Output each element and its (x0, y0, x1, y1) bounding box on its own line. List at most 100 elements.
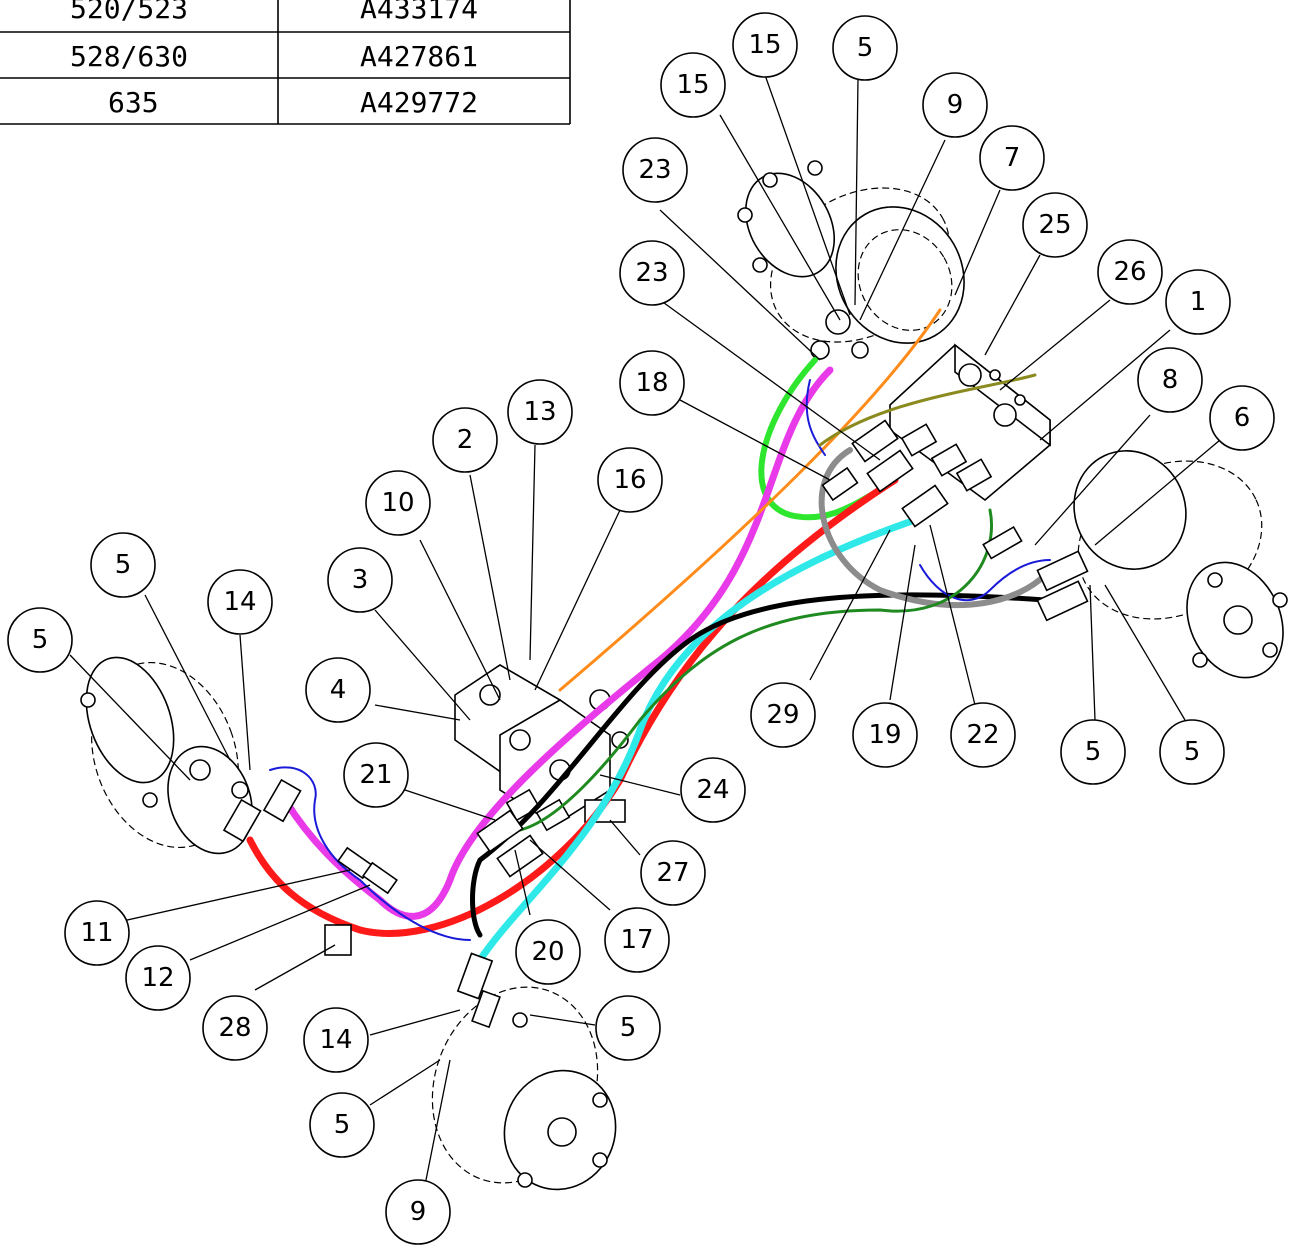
callout-5d: 5 (1060, 719, 1126, 785)
callout-5a: 5 (832, 15, 898, 81)
callout-10: 10 (365, 470, 431, 536)
leader-lines (69, 74, 1221, 1186)
hose-black (470, 592, 1048, 938)
callout-5g: 5 (309, 1092, 375, 1158)
hose-blue-top (805, 379, 826, 456)
svg-text:15: 15 (676, 70, 709, 100)
svg-text:22: 22 (966, 720, 999, 750)
callout-28: 28 (202, 995, 268, 1061)
callout-27: 27 (640, 840, 706, 906)
svg-text:23: 23 (635, 258, 668, 288)
svg-text:26: 26 (1113, 257, 1146, 287)
svg-text:19: 19 (868, 720, 901, 750)
callout-18: 18 (619, 350, 685, 416)
svg-text:15: 15 (748, 30, 781, 60)
callout-4: 4 (305, 657, 371, 723)
hose-orange (558, 308, 942, 692)
callout-15a: 15 (732, 12, 798, 78)
svg-text:21: 21 (359, 760, 392, 790)
hose-darkgreen (518, 508, 993, 832)
svg-text:2: 2 (457, 425, 474, 455)
hose-blue-left (269, 766, 471, 941)
callout-21: 21 (343, 742, 409, 808)
svg-text:29: 29 (766, 700, 799, 730)
svg-text:8: 8 (1162, 365, 1179, 395)
svg-text:5: 5 (1184, 737, 1201, 767)
table-row-2-model: 528/630 (70, 40, 188, 73)
callout-19: 19 (852, 702, 918, 768)
svg-text:5: 5 (115, 550, 132, 580)
callout-1: 1 (1165, 269, 1231, 335)
callout-15b: 15 (660, 52, 726, 118)
callout-23a: 23 (622, 137, 688, 203)
valve-block-right (889, 343, 1051, 502)
callout-7: 7 (979, 125, 1045, 191)
svg-text:1: 1 (1190, 287, 1207, 317)
svg-text:9: 9 (410, 1197, 427, 1227)
callout-9b: 9 (385, 1179, 451, 1245)
wheel-motor-bottom (431, 986, 617, 1191)
svg-text:5: 5 (1085, 737, 1102, 767)
callout-6: 6 (1209, 385, 1275, 451)
svg-text:13: 13 (523, 397, 556, 427)
svg-text:9: 9 (947, 90, 964, 120)
svg-text:4: 4 (330, 675, 347, 705)
callout-2: 2 (432, 407, 498, 473)
hoses (246, 308, 1051, 964)
svg-text:20: 20 (531, 937, 564, 967)
callout-25: 25 (1022, 192, 1088, 258)
callout-20: 20 (515, 919, 581, 985)
table-row-1-part-number: A433174 (360, 0, 478, 25)
callout-5f: 5 (595, 995, 661, 1061)
table-row-3-model: 635 (108, 86, 159, 119)
callout-24: 24 (680, 757, 746, 823)
svg-text:28: 28 (218, 1013, 251, 1043)
svg-text:11: 11 (80, 918, 113, 948)
callout-14b: 14 (303, 1007, 369, 1073)
svg-text:16: 16 (613, 465, 646, 495)
svg-text:23: 23 (638, 155, 671, 185)
svg-text:14: 14 (319, 1025, 352, 1055)
svg-text:5: 5 (334, 1110, 351, 1140)
callout-16: 16 (597, 447, 663, 513)
callout-12: 12 (125, 945, 191, 1011)
svg-text:3: 3 (352, 565, 369, 595)
svg-text:6: 6 (1234, 403, 1251, 433)
svg-text:10: 10 (381, 488, 414, 518)
wheel-motor-left (80, 656, 253, 855)
hose-red (246, 476, 899, 937)
table-row-2-part-number: A427861 (360, 40, 478, 73)
callout-8: 8 (1137, 347, 1203, 413)
table-row-3-part-number: A429772 (360, 86, 478, 119)
callout-14a: 14 (207, 569, 273, 635)
callout-23b: 23 (619, 240, 685, 306)
parts-table: 520/523 A433174 528/630 A427861 635 A429… (0, 0, 571, 125)
callout-5b: 5 (90, 532, 156, 598)
callout-9a: 9 (922, 72, 988, 138)
svg-text:7: 7 (1004, 143, 1021, 173)
svg-text:14: 14 (223, 587, 256, 617)
fittings (222, 419, 1089, 1029)
callout-26: 26 (1097, 239, 1163, 305)
svg-text:24: 24 (696, 775, 729, 805)
svg-text:25: 25 (1038, 210, 1071, 240)
table-row-1-model: 520/523 (70, 0, 188, 25)
callout-22: 22 (950, 702, 1016, 768)
callout-13: 13 (507, 379, 573, 445)
svg-text:5: 5 (857, 33, 874, 63)
svg-text:17: 17 (620, 925, 653, 955)
callout-17: 17 (604, 907, 670, 973)
wheel-motor-right (1073, 450, 1288, 679)
callout-5c: 5 (7, 607, 73, 673)
svg-text:27: 27 (656, 858, 689, 888)
svg-text:12: 12 (141, 963, 174, 993)
svg-text:5: 5 (620, 1013, 637, 1043)
svg-text:18: 18 (635, 368, 668, 398)
hose-cyan (476, 516, 919, 964)
callout-5e: 5 (1159, 719, 1225, 785)
svg-text:5: 5 (32, 625, 49, 655)
callout-3: 3 (327, 547, 393, 613)
callout-29: 29 (750, 682, 816, 748)
callout-11: 11 (64, 900, 130, 966)
